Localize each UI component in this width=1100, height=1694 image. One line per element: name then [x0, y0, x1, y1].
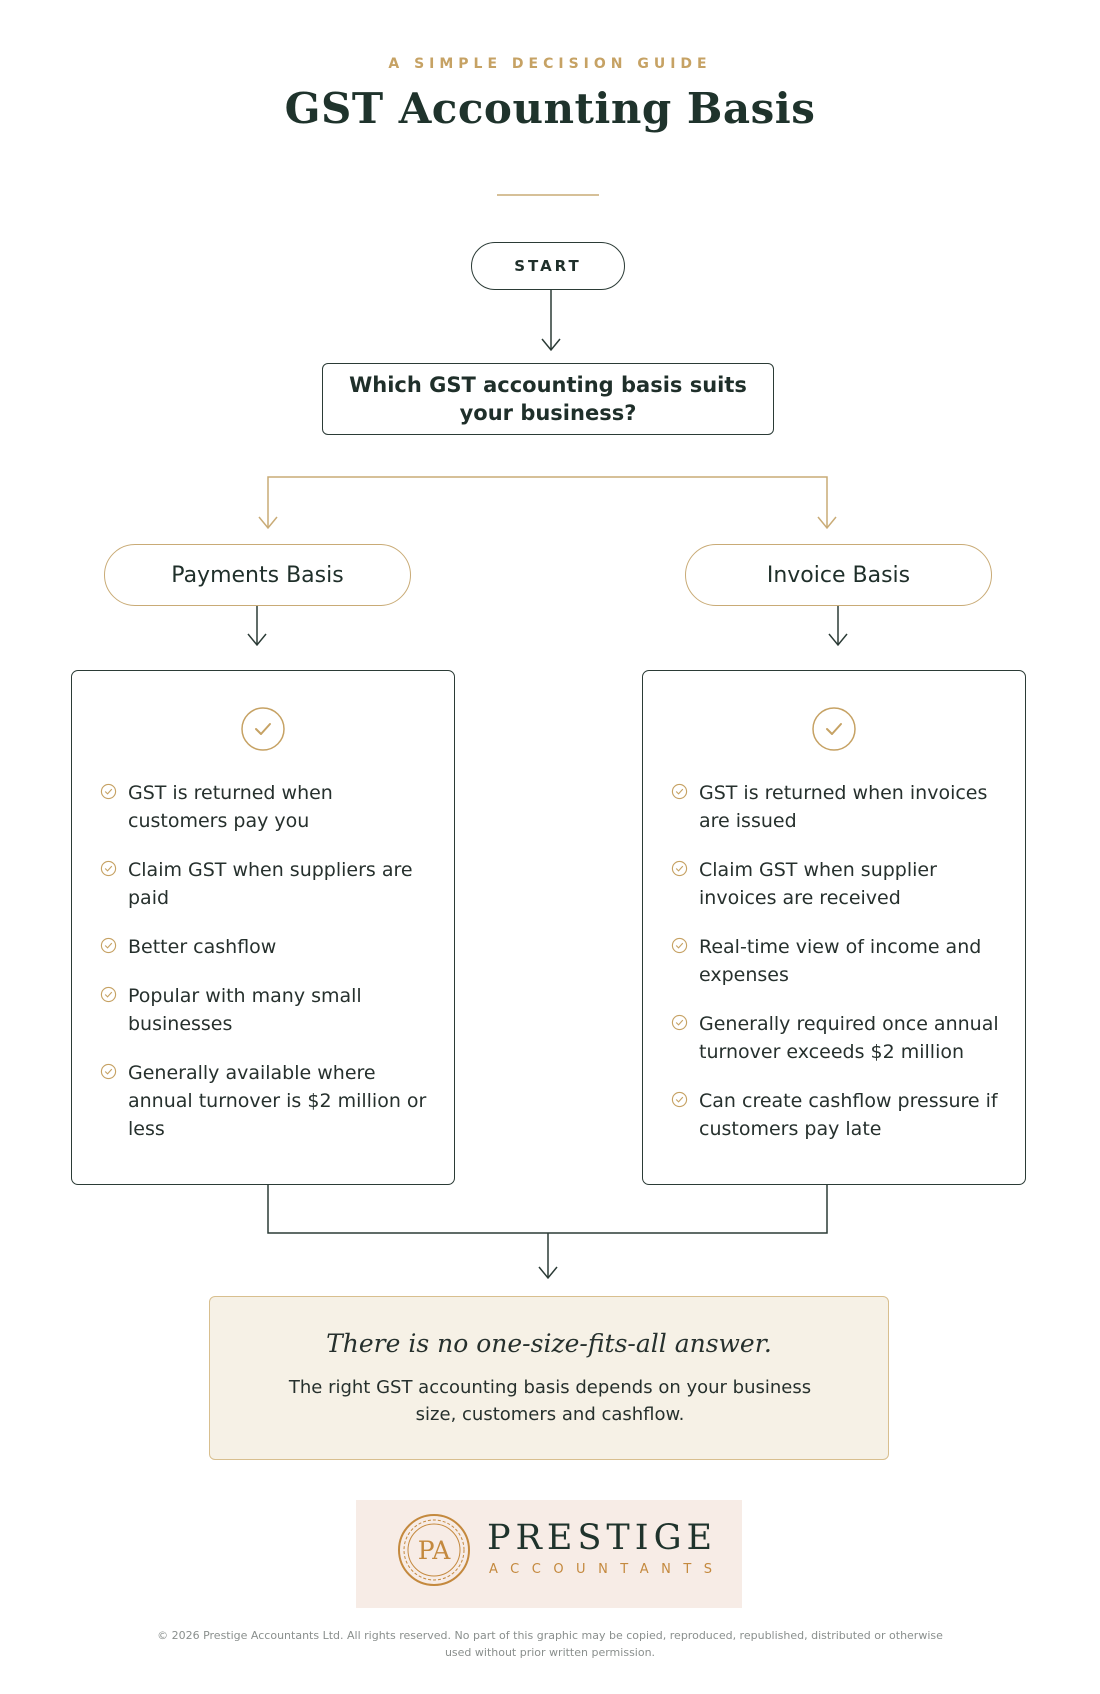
- invoice-basis-points: GST is returned when invoices are issued…: [671, 779, 1001, 1164]
- check-icon: [100, 937, 117, 954]
- check-icon: [100, 860, 117, 877]
- summary-box: There is no one-size-fits-all answer. Th…: [209, 1296, 889, 1460]
- invoice-basis-card: GST is returned when invoices are issued…: [642, 670, 1026, 1185]
- list-item-text: Can create cashflow pressure if customer…: [699, 1090, 998, 1140]
- list-item: Real-time view of income and expenses: [671, 933, 1001, 989]
- invoice-basis-pill: Invoice Basis: [685, 544, 992, 606]
- arrow-invoice-to-card: [828, 606, 848, 647]
- list-item: Generally required once annual turnover …: [671, 1010, 1001, 1066]
- logo-monogram: PA: [418, 1536, 452, 1565]
- page-title: GST Accounting Basis: [284, 84, 816, 133]
- check-circle-icon: [241, 707, 285, 751]
- check-icon: [671, 1091, 688, 1108]
- check-icon: [671, 1014, 688, 1031]
- summary-body: The right GST accounting basis depends o…: [288, 1377, 812, 1425]
- check-icon: [100, 783, 117, 800]
- check-icon: [671, 860, 688, 877]
- merge-connector: [267, 1185, 828, 1280]
- check-circle-icon: [812, 707, 856, 751]
- check-icon: [100, 986, 117, 1003]
- copyright-notice: © 2026 Prestige Accountants Ltd. All rig…: [157, 1629, 943, 1659]
- question-node: Which GST accounting basis suits your bu…: [322, 363, 774, 435]
- eyebrow-label: A SIMPLE DECISION GUIDE: [388, 56, 712, 72]
- arrow-start-to-question: [541, 290, 561, 352]
- logo-subtitle: ACCOUNTANTS: [489, 1562, 725, 1577]
- arrow-payments-to-card: [247, 606, 267, 647]
- list-item: GST is returned when customers pay you: [100, 779, 430, 835]
- payments-basis-card: GST is returned when customers pay you C…: [71, 670, 455, 1185]
- company-logo: PA PRESTIGE ACCOUNTANTS: [356, 1500, 742, 1608]
- list-item: Claim GST when suppliers are paid: [100, 856, 430, 912]
- check-icon: [671, 783, 688, 800]
- list-item: GST is returned when invoices are issued: [671, 779, 1001, 835]
- summary-heading: There is no one-size-fits-all answer.: [326, 1329, 772, 1358]
- start-node: START: [471, 242, 625, 290]
- branch-connector: [258, 476, 837, 530]
- list-item: Claim GST when supplier invoices are rec…: [671, 856, 1001, 912]
- list-item-text: Claim GST when supplier invoices are rec…: [699, 859, 937, 909]
- payments-basis-points: GST is returned when customers pay you C…: [100, 779, 430, 1164]
- list-item-text: Claim GST when suppliers are paid: [128, 859, 413, 909]
- list-item: Better cashflow: [100, 933, 430, 961]
- check-icon: [100, 1063, 117, 1080]
- list-item-text: Generally required once annual turnover …: [699, 1013, 999, 1063]
- list-item: Popular with many small businesses: [100, 982, 430, 1038]
- list-item-text: Generally available where annual turnove…: [128, 1062, 427, 1140]
- check-icon: [671, 937, 688, 954]
- list-item-text: GST is returned when customers pay you: [128, 782, 333, 832]
- list-item-text: Real-time view of income and expenses: [699, 936, 982, 986]
- payments-basis-pill: Payments Basis: [104, 544, 411, 606]
- list-item-text: Popular with many small businesses: [128, 985, 362, 1035]
- monogram-seal-icon: PA: [398, 1514, 470, 1586]
- list-item-text: GST is returned when invoices are issued: [699, 782, 988, 832]
- list-item-text: Better cashflow: [128, 936, 277, 958]
- list-item: Can create cashflow pressure if customer…: [671, 1087, 1001, 1143]
- list-item: Generally available where annual turnove…: [100, 1059, 430, 1143]
- logo-name: PRESTIGE: [487, 1518, 718, 1558]
